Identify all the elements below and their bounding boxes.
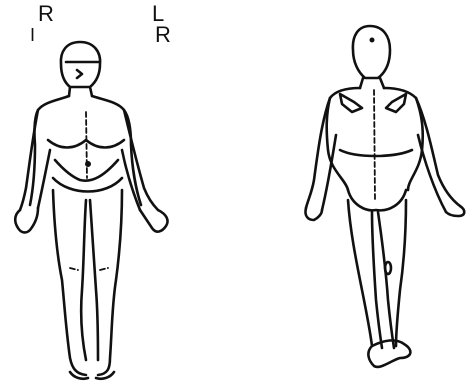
front-arm-left-inner xyxy=(38,150,50,208)
front-hand-left xyxy=(15,208,38,232)
back-knee-mark xyxy=(385,262,391,274)
front-face-nose xyxy=(77,70,82,78)
front-knees xyxy=(70,268,108,270)
back-leg-left-outer xyxy=(348,200,372,346)
back-arm-left-inner xyxy=(322,135,336,210)
front-sternum xyxy=(86,112,87,178)
back-head xyxy=(353,26,390,78)
front-head xyxy=(61,42,100,87)
front-leg-left-outer xyxy=(53,190,86,375)
back-waist xyxy=(340,150,412,156)
back-hand-right xyxy=(446,206,464,216)
back-leg-right-outer xyxy=(396,200,406,346)
back-body-outline-icon xyxy=(305,26,464,367)
back-spine xyxy=(374,90,375,200)
back-scapula-left xyxy=(340,94,362,112)
back-feet xyxy=(368,340,410,367)
front-leg-right-inner xyxy=(90,200,98,360)
back-buttocks xyxy=(348,190,406,210)
back-hand-left xyxy=(305,208,322,220)
front-neck xyxy=(69,87,92,96)
front-navel xyxy=(85,161,91,167)
front-hand-right xyxy=(140,210,168,232)
back-scapula-right xyxy=(386,94,406,112)
front-body-outline-icon xyxy=(15,42,167,379)
back-head-mark xyxy=(370,38,375,43)
front-leg-left-inner xyxy=(81,200,86,360)
front-leg-right-outer xyxy=(98,190,122,375)
back-neck xyxy=(360,78,384,88)
